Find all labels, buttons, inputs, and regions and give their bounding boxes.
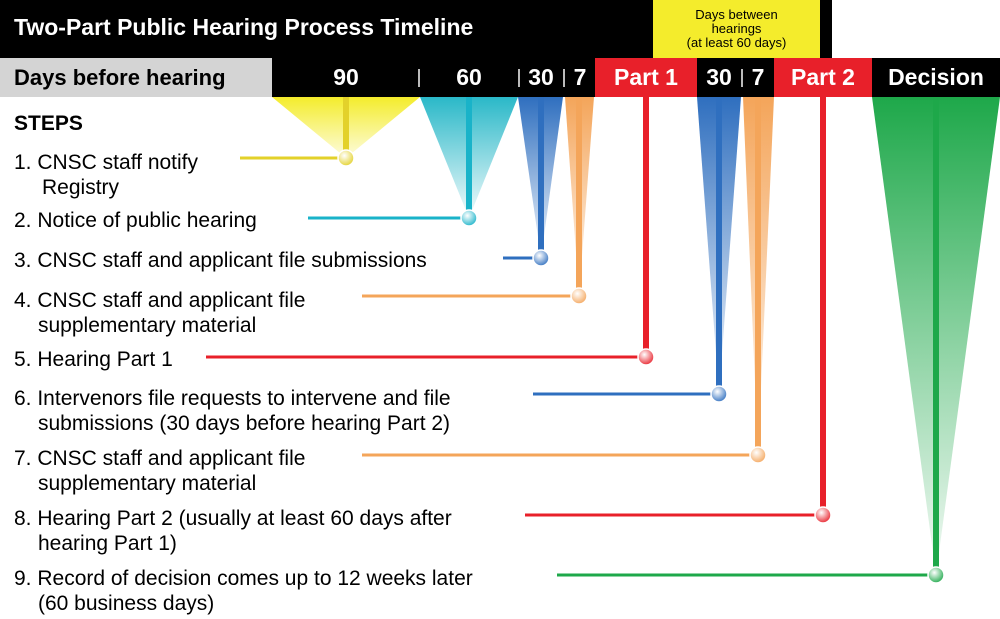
tick-30-first: 30 bbox=[528, 64, 554, 90]
step-9-line-1: 9. Record of decision comes up to 12 wee… bbox=[14, 567, 473, 590]
tick-part2: Part 2 bbox=[791, 64, 855, 90]
part2-cell bbox=[774, 58, 872, 97]
page-title: Two-Part Public Hearing Process Timeline bbox=[14, 14, 474, 40]
tick-decision: Decision bbox=[888, 64, 984, 90]
step-1-line-2: Registry bbox=[42, 176, 120, 199]
days-between-box: Days between hearings (at least 60 days) bbox=[645, 0, 832, 58]
step-5-line-1: 5. Hearing Part 1 bbox=[14, 348, 173, 371]
step-2-line-1: 2. Notice of public hearing bbox=[14, 209, 257, 232]
step-7: 7. CNSC staff and applicant file supplem… bbox=[14, 446, 305, 496]
step-8: 8. Hearing Part 2 (usually at least 60 d… bbox=[14, 506, 452, 556]
dot-step-1 bbox=[337, 149, 355, 167]
days-before-hearing-label: Days before hearing bbox=[0, 58, 272, 97]
step-2: 2. Notice of public hearing bbox=[14, 208, 257, 233]
dot-step-9 bbox=[927, 566, 945, 584]
dot-step-6 bbox=[710, 385, 728, 403]
tick-part1: Part 1 bbox=[614, 64, 678, 90]
tick-60: 60 bbox=[456, 64, 482, 90]
step-7-line-2: supplementary material bbox=[38, 472, 257, 495]
tick-7-first: 7 bbox=[573, 64, 587, 90]
step-4: 4. CNSC staff and applicant file supplem… bbox=[14, 288, 305, 338]
step-4-line-2: supplementary material bbox=[38, 314, 257, 337]
step-9-line-2: (60 business days) bbox=[38, 592, 215, 615]
separator-60 bbox=[418, 69, 420, 87]
step-3-line-1: 3. CNSC staff and applicant file submiss… bbox=[14, 249, 427, 272]
part1-cell bbox=[595, 58, 697, 97]
step-6-line-2: submissions (30 days before hearing Part… bbox=[38, 412, 451, 435]
tick-30-second: 30 bbox=[706, 64, 732, 90]
step-3: 3. CNSC staff and applicant file submiss… bbox=[14, 248, 427, 273]
separator-30 bbox=[518, 69, 520, 87]
days-between-line-1: Days between bbox=[695, 7, 778, 22]
dot-step-4 bbox=[570, 287, 588, 305]
separator-7-second bbox=[741, 69, 743, 87]
days-between-panel: Days between hearings (at least 60 days) bbox=[653, 0, 820, 58]
dot-step-3 bbox=[532, 249, 550, 267]
step-1-line-1: 1. CNSC staff notify bbox=[14, 151, 199, 174]
steps-heading: STEPS bbox=[14, 112, 83, 135]
title-bar: Two-Part Public Hearing Process Timeline bbox=[0, 0, 645, 58]
dot-step-5 bbox=[637, 348, 655, 366]
step-7-line-1: 7. CNSC staff and applicant file bbox=[14, 447, 306, 470]
step-6-line-1: 6. Intervenors file requests to interven… bbox=[14, 387, 451, 410]
dot-step-8 bbox=[814, 506, 832, 524]
step-6: 6. Intervenors file requests to interven… bbox=[14, 386, 451, 436]
days-between-line-2: hearings bbox=[711, 21, 762, 36]
tick-7-second: 7 bbox=[751, 64, 765, 90]
step-8-line-2: hearing Part 1) bbox=[38, 532, 177, 555]
step-8-line-1: 8. Hearing Part 2 (usually at least 60 d… bbox=[14, 507, 452, 530]
step-5: 5. Hearing Part 1 bbox=[14, 347, 173, 372]
tick-90: 90 bbox=[333, 64, 359, 90]
step-4-line-1: 4. CNSC staff and applicant file bbox=[14, 289, 306, 312]
separator-7 bbox=[563, 69, 565, 87]
step-1: 1. CNSC staff notify Registry bbox=[14, 150, 198, 200]
step-9: 9. Record of decision comes up to 12 wee… bbox=[14, 566, 473, 616]
days-between-line-3: (at least 60 days) bbox=[686, 35, 787, 50]
dot-step-2 bbox=[460, 209, 478, 227]
dot-step-7 bbox=[749, 446, 767, 464]
